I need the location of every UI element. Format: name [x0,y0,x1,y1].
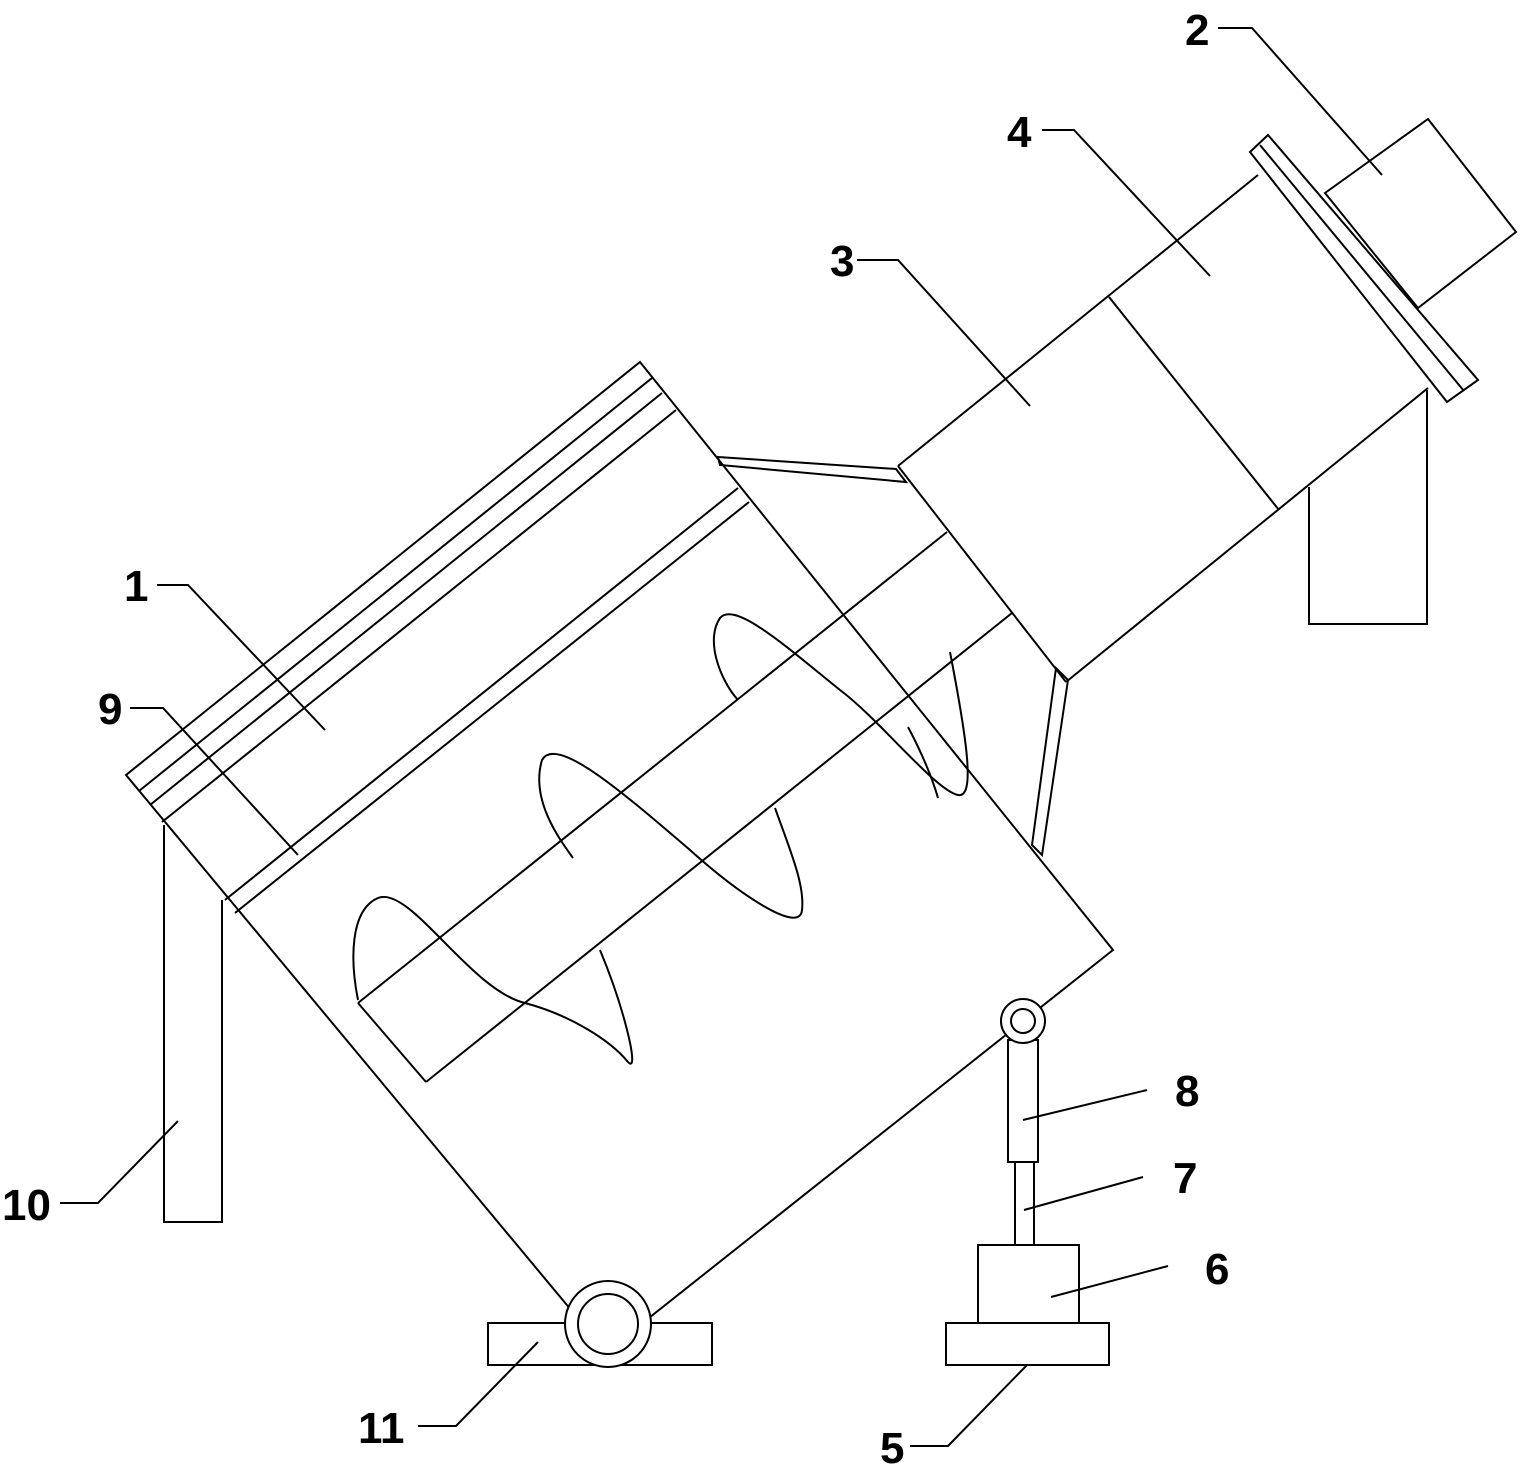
label-6: 6 [1205,1245,1229,1294]
cylinder-sleeve [1007,1039,1039,1163]
label-1: 1 [124,562,148,611]
label-10: 10 [2,1181,51,1230]
piston-rod [1014,1161,1035,1246]
label-11: 11 [358,1404,405,1453]
conveyor-tube [897,174,1429,683]
cylinder-body [977,1244,1080,1324]
label-7: 7 [1173,1154,1197,1203]
label-4: 4 [1007,108,1032,157]
cylinder-base [945,1322,1110,1366]
left-support-leg [163,825,223,1223]
upper-pivot-eye [1000,998,1046,1044]
label-9: 9 [98,685,122,734]
hopper-body [124,360,1115,1354]
screw-flight [352,613,969,1065]
lower-brace [1030,665,1070,858]
right-support-leg [1308,390,1428,625]
upper-brace [716,455,909,484]
hinge-pivot [487,1280,713,1368]
leader-lines [60,27,1383,1447]
motor [1323,117,1518,310]
label-2: 2 [1185,6,1209,55]
label-5: 5 [880,1424,904,1471]
screw-shaft [357,531,1013,1083]
label-8: 8 [1175,1067,1199,1116]
label-3: 3 [830,237,854,286]
flange-plate [1248,133,1480,404]
labels: 1 2 3 4 5 6 7 8 9 10 11 [2,6,1229,1471]
